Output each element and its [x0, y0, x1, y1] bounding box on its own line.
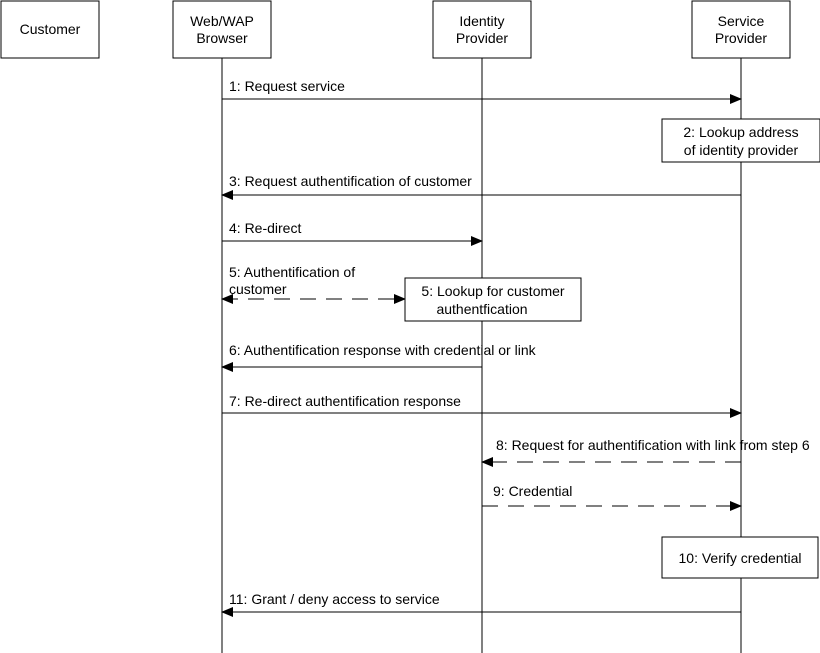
message-9: 9: Credential [482, 483, 742, 511]
message-4-label: 4: Re-direct [229, 220, 301, 236]
participant-idp-label-line2: Provider [456, 30, 508, 46]
participant-idp-label-line1: Identity [459, 13, 504, 29]
participant-identity-provider: Identity Provider [432, 0, 532, 59]
message-9-label: 9: Credential [493, 483, 572, 499]
message-3-label: 3: Request authentification of customer [229, 173, 472, 189]
message-8-label: 8: Request for authentification with lin… [496, 437, 810, 453]
message-5-label-line2: customer [229, 281, 287, 297]
message-6-label: 6: Authentification response with creden… [229, 342, 537, 358]
message-4: 4: Re-direct [222, 220, 483, 246]
note-10: 10: Verify credential [661, 536, 819, 579]
message-1: 1: Request service [222, 78, 742, 104]
message-5-label-line1: 5: Authentification of [229, 264, 355, 280]
message-3: 3: Request authentification of customer [221, 173, 741, 200]
participant-service-provider: Service Provider [691, 0, 791, 59]
note-2: 2: Lookup address of identity provider [661, 118, 820, 163]
participant-browser-label-line1: Web/WAP [190, 13, 254, 29]
message-5: 5: Authentification of customer [221, 264, 406, 304]
message-7-label: 7: Re-direct authentification response [229, 393, 461, 409]
note-5-line2: authentfication [436, 301, 527, 317]
participant-customer-label: Customer [20, 21, 81, 37]
note-2-line1: 2: Lookup address [683, 124, 798, 140]
note-10-line1: 10: Verify credential [679, 550, 802, 566]
note-2-line2: of identity provider [684, 142, 799, 158]
participant-browser: Web/WAP Browser [172, 0, 272, 59]
message-7: 7: Re-direct authentification response [222, 393, 742, 418]
participant-sp-label-line1: Service [718, 13, 765, 29]
message-1-label: 1: Request service [229, 78, 345, 94]
message-8: 8: Request for authentification with lin… [481, 437, 810, 467]
participant-browser-label-line2: Browser [196, 30, 248, 46]
participant-customer: Customer [0, 0, 100, 59]
message-6: 6: Authentification response with creden… [221, 342, 537, 372]
note-5-line1: 5: Lookup for customer [421, 283, 565, 299]
participant-sp-label-line2: Provider [715, 30, 767, 46]
message-11-label: 11: Grant / deny access to service [229, 591, 440, 607]
message-11: 11: Grant / deny access to service [221, 591, 741, 617]
note-5: 5: Lookup for customer authentfication [404, 277, 582, 322]
